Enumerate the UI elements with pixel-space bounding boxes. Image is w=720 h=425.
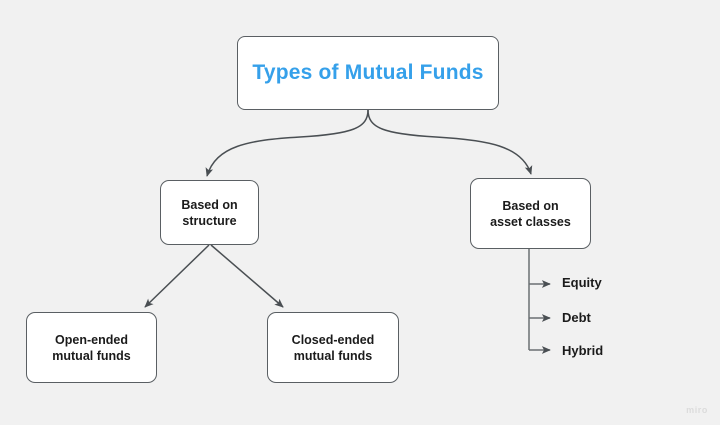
edge-title-to-structure bbox=[205, 109, 369, 177]
miro-watermark: miro bbox=[686, 405, 708, 415]
edge-structure-to-open-ended bbox=[144, 244, 210, 308]
node-closed-ended-label: Closed-ended mutual funds bbox=[291, 332, 375, 363]
node-open-ended-label: Open-ended mutual funds bbox=[52, 332, 131, 363]
list-item-equity[interactable]: Equity bbox=[562, 275, 602, 290]
list-item-hybrid[interactable]: Hybrid bbox=[562, 343, 604, 358]
edge-title-to-asset-classes bbox=[367, 109, 533, 175]
node-based-on-structure[interactable]: Based on structure bbox=[160, 180, 259, 245]
node-types-of-mutual-funds[interactable]: Types of Mutual Funds bbox=[237, 36, 499, 110]
node-closed-ended-mutual-funds[interactable]: Closed-ended mutual funds bbox=[267, 312, 399, 383]
list-item-debt[interactable]: Debt bbox=[562, 310, 591, 325]
node-title-label: Types of Mutual Funds bbox=[252, 60, 484, 84]
node-open-ended-mutual-funds[interactable]: Open-ended mutual funds bbox=[26, 312, 157, 383]
node-based-on-asset-classes-label: Based on asset classes bbox=[490, 198, 571, 229]
edge-structure-to-closed-ended bbox=[210, 244, 284, 308]
node-based-on-structure-label: Based on structure bbox=[181, 197, 238, 228]
node-based-on-asset-classes[interactable]: Based on asset classes bbox=[470, 178, 591, 249]
